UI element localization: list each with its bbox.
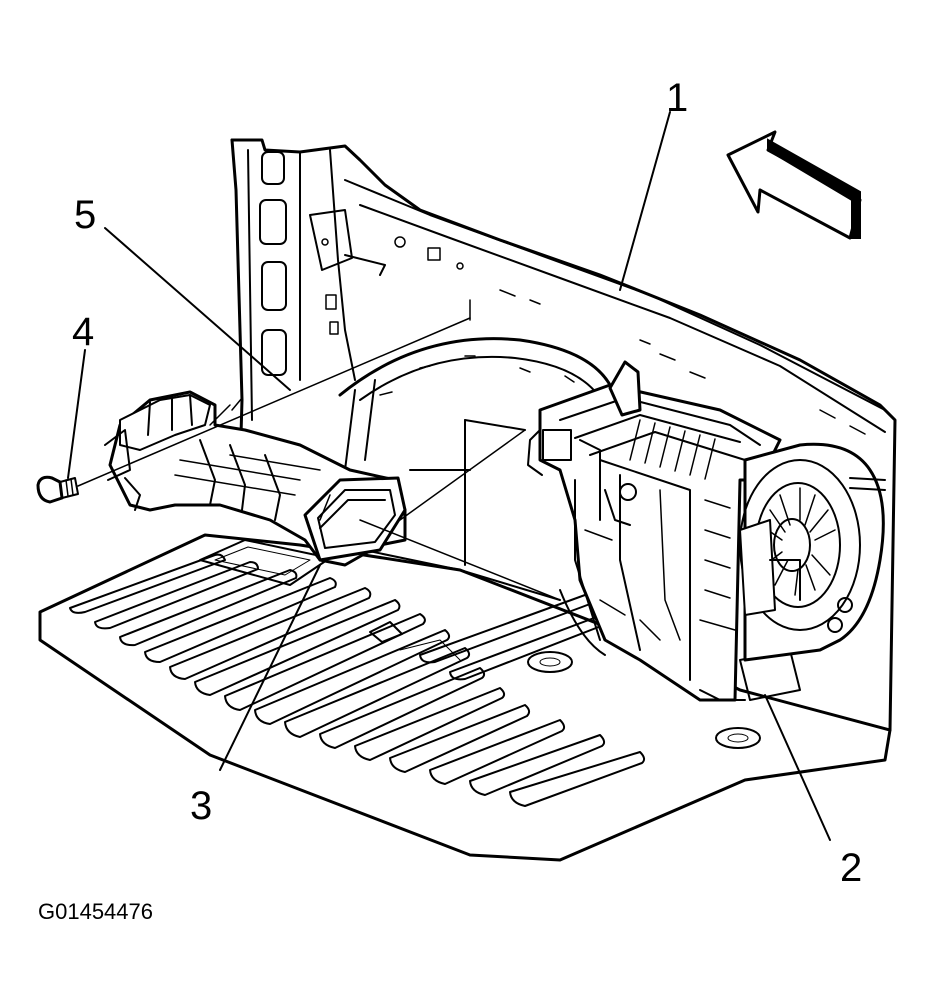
installation-guide-lines: [77, 299, 561, 601]
leader-line-4: [67, 349, 86, 479]
air-duct: [104, 390, 407, 567]
callout-3: 3: [190, 784, 213, 828]
callout-1: 1: [666, 76, 689, 120]
leader-line-1: [619, 111, 671, 291]
callout-4: 4: [72, 310, 95, 354]
leader-line-5: [104, 227, 291, 391]
blower-motor-assembly: [739, 442, 886, 662]
callout-5: 5: [74, 193, 97, 237]
floor-ribs: [69, 553, 646, 807]
rear-bulkhead-panel: [230, 138, 897, 732]
leader-line-3: [219, 564, 321, 771]
front-direction-arrow-icon: [726, 130, 862, 240]
callout-2: 2: [840, 846, 863, 890]
hvac-module-assembly: [527, 360, 801, 702]
leader-line-2: [764, 694, 831, 841]
figure-code: G01454476: [38, 899, 153, 924]
callout-leader-lines: [67, 111, 831, 841]
fastener-screw: [36, 475, 79, 504]
